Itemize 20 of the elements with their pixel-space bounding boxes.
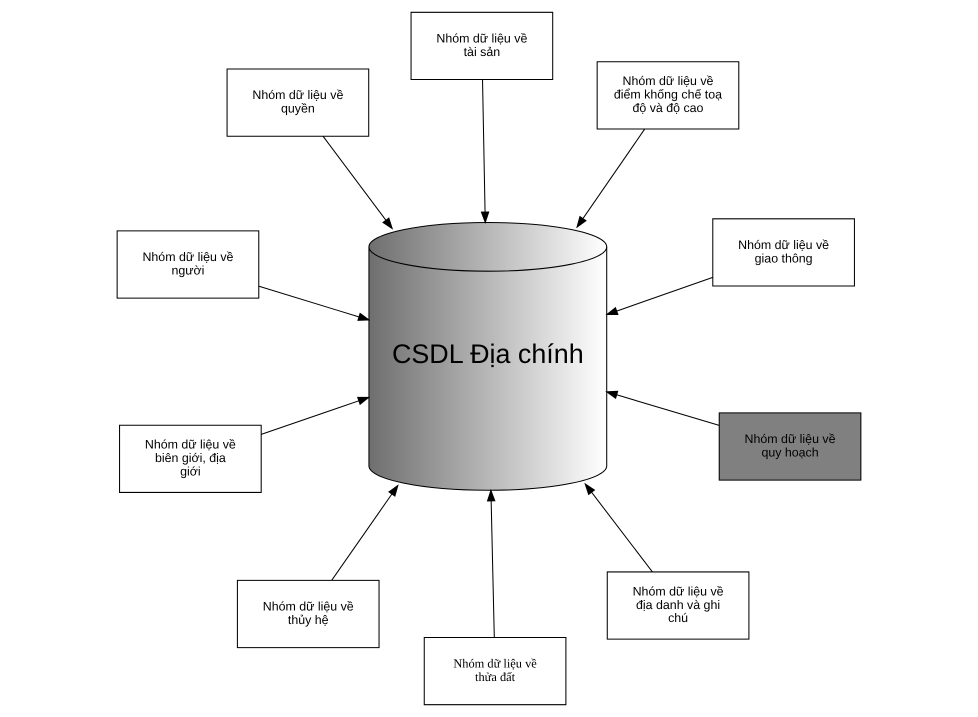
arrow	[322, 136, 394, 230]
arrow	[584, 482, 653, 572]
node-box: Nhóm dữ liệu về biên giới, địa giới	[119, 424, 262, 493]
arrow	[261, 396, 370, 435]
arrow	[480, 80, 490, 224]
node-box: Nhóm dữ liệu về điểm khống chế toạ độ và độ cao	[596, 61, 740, 130]
node-box: Nhóm dữ liệu về thửa đất	[424, 636, 566, 706]
node-box: Nhóm dữ liệu về quy hoạch	[718, 412, 862, 481]
arrow	[258, 286, 370, 321]
arrow	[331, 484, 399, 581]
arrow	[486, 488, 496, 638]
arrow	[576, 128, 646, 228]
arrow	[605, 390, 720, 426]
node-box: Nhóm dữ liệu về tài sản	[410, 12, 554, 80]
node-box: Nhóm dữ liệu về địa danh và ghi chú	[606, 571, 750, 640]
node-box: Nhóm dữ liệu về quyền	[226, 68, 370, 137]
node-box: Nhóm dữ liệu về thủy hệ	[236, 580, 380, 648]
node-box: Nhóm dữ liệu về người	[116, 230, 260, 299]
node-box: Nhóm dữ liệu về giao thông	[712, 218, 855, 287]
arrow	[605, 276, 713, 316]
